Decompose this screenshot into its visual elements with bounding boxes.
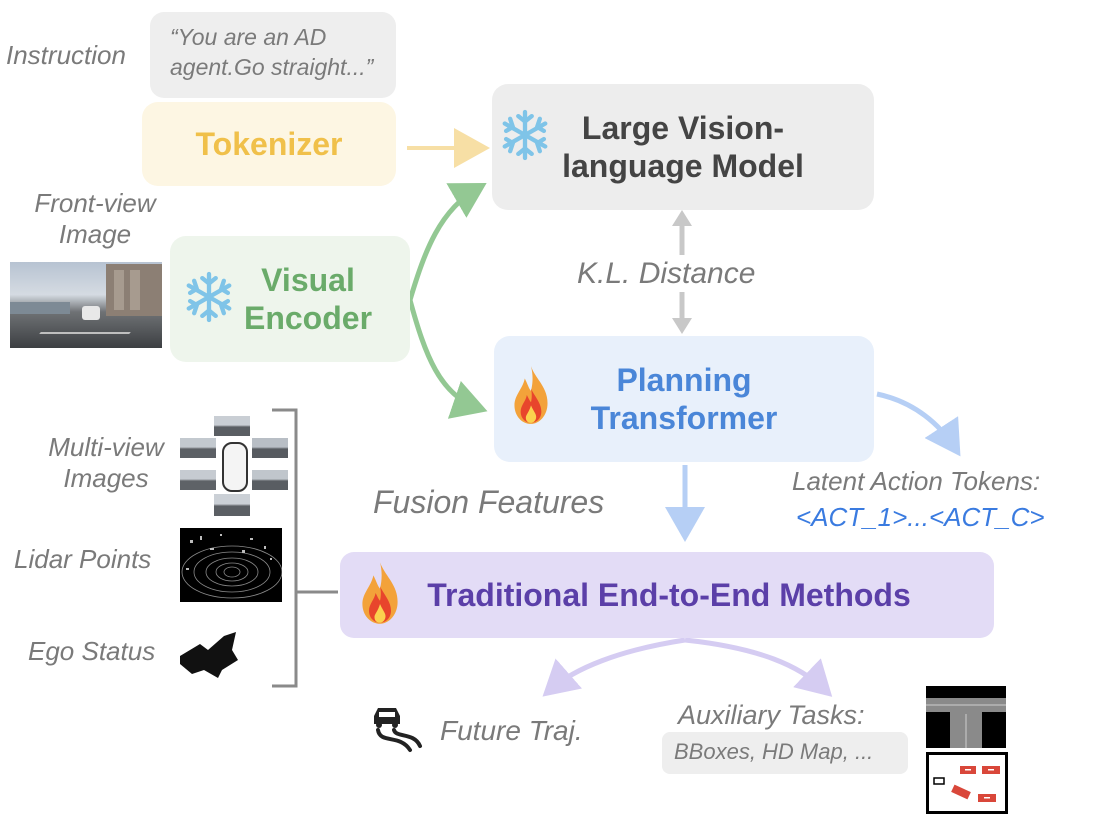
latent-action-label: Latent Action Tokens:	[792, 466, 1041, 496]
lvlm-line1: Large Vision-	[581, 109, 785, 146]
auxiliary-tasks-label: Auxiliary Tasks:	[678, 700, 865, 730]
planning-line1: Planning	[616, 361, 752, 398]
planning-transformer-box: Planning Transformer	[494, 336, 874, 462]
tokenizer-label: Tokenizer	[195, 125, 343, 162]
snowflake-icon	[186, 271, 232, 323]
car-trajectory-icon	[374, 708, 422, 752]
multi-view-label: Multi-view Images	[38, 432, 174, 493]
front-view-image	[10, 262, 162, 348]
traditional-to-auxiliary-arrow	[684, 637, 833, 697]
flame-icon	[514, 366, 548, 424]
multi-view-images	[180, 416, 288, 518]
encoder-to-lvlm-arrow	[407, 182, 487, 301]
bboxes-image	[926, 752, 1008, 814]
instruction-quote-box: “You are an AD agent.Go straight...”	[150, 12, 396, 98]
visual-encoder-box: Visual Encoder	[170, 236, 410, 362]
kl-double-arrow	[672, 210, 692, 334]
inputs-bracket	[272, 408, 298, 688]
ego-status-icon	[180, 632, 238, 678]
multi-view-line2: Images	[63, 462, 149, 493]
traditional-e2e-label: Traditional End-to-End Methods	[427, 576, 911, 613]
lidar-points-image	[180, 528, 282, 602]
auxiliary-sub-label: BBoxes, HD Map, ...	[674, 739, 874, 764]
instruction-quote-line1: “You are an AD	[170, 24, 327, 50]
traditional-to-future-arrow	[542, 637, 686, 697]
planning-line2: Transformer	[590, 400, 778, 436]
ego-status-label: Ego Status	[28, 636, 156, 666]
instruction-quote-line2: agent.Go straight...”	[170, 54, 374, 80]
planning-to-latent-arrow	[876, 391, 961, 457]
hd-map-image	[926, 686, 1006, 748]
latent-action-tokens: <ACT_1>...<ACT_C>	[796, 502, 1045, 532]
multi-view-line1: Multi-view	[48, 432, 164, 462]
front-view-label: Front-view Image	[24, 188, 166, 249]
visual-encoder-line2: Encoder	[243, 300, 373, 336]
fusion-features-label: Fusion Features	[373, 484, 605, 520]
lvlm-box: Large Vision- language Model	[492, 84, 874, 210]
front-view-line1: Front-view	[34, 188, 156, 218]
lvlm-line2: language Model	[562, 148, 804, 184]
visual-encoder-line1: Visual	[261, 261, 355, 298]
tokenizer-box: Tokenizer	[142, 102, 396, 186]
snowflake-icon	[502, 109, 548, 161]
lidar-points-label: Lidar Points	[14, 544, 152, 574]
auxiliary-sub-box: BBoxes, HD Map, ...	[662, 732, 908, 774]
instruction-label: Instruction	[6, 40, 126, 70]
future-traj-label: Future Traj.	[440, 715, 583, 746]
kl-distance-label: K.L. Distance	[577, 257, 756, 290]
encoder-to-planning-arrow	[407, 299, 488, 419]
front-view-line2: Image	[58, 218, 132, 249]
flame-icon	[362, 562, 398, 624]
traditional-e2e-box: Traditional End-to-End Methods	[340, 552, 994, 638]
